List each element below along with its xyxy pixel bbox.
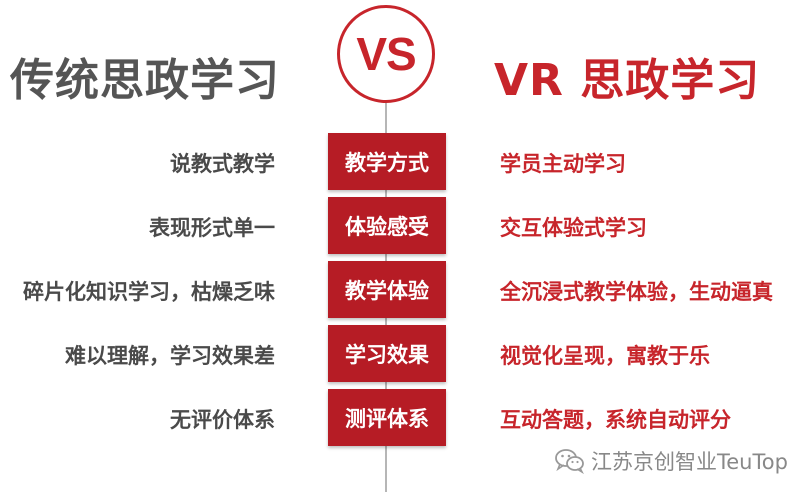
comparison-row-teaching-experience: 碎片化知识学习，枯燥乏味 教学体验 全沉浸式教学体验，生动逼真 (0, 261, 807, 321)
traditional-item: 无评价体系 (170, 408, 275, 432)
vr-item: 学员主动学习 (500, 152, 626, 176)
wechat-icon (555, 448, 585, 474)
traditional-item: 表现形式单一 (149, 216, 275, 240)
comparison-row-experience: 表现形式单一 体验感受 交互体验式学习 (0, 197, 807, 257)
category-box: 测评体系 (328, 389, 446, 446)
vr-item: 视觉化呈现，寓教于乐 (500, 344, 710, 368)
category-box: 体验感受 (328, 197, 446, 254)
comparison-row-evaluation: 无评价体系 测评体系 互动答题，系统自动评分 (0, 389, 807, 449)
title-vr: VR 思政学习 (494, 55, 761, 106)
watermark: 江苏京创智业TeuTop (555, 446, 788, 476)
traditional-item: 碎片化知识学习，枯燥乏味 (23, 280, 275, 304)
comparison-row-learning-effect: 难以理解，学习效果差 学习效果 视觉化呈现，寓教于乐 (0, 325, 807, 385)
watermark-text: 江苏京创智业TeuTop (591, 450, 788, 474)
vs-label: VS (356, 28, 416, 80)
category-box: 教学方式 (328, 133, 446, 190)
title-traditional: 传统思政学习 (10, 55, 280, 106)
vr-item: 交互体验式学习 (500, 216, 647, 240)
comparison-row-teaching-method: 说教式教学 教学方式 学员主动学习 (0, 133, 807, 193)
traditional-item: 难以理解，学习效果差 (65, 344, 275, 368)
vr-item: 互动答题，系统自动评分 (500, 408, 731, 432)
vs-badge: VS (337, 5, 435, 103)
traditional-item: 说教式教学 (170, 152, 275, 176)
category-box: 教学体验 (328, 261, 446, 318)
category-box: 学习效果 (328, 325, 446, 382)
vr-item: 全沉浸式教学体验，生动逼真 (500, 280, 773, 304)
